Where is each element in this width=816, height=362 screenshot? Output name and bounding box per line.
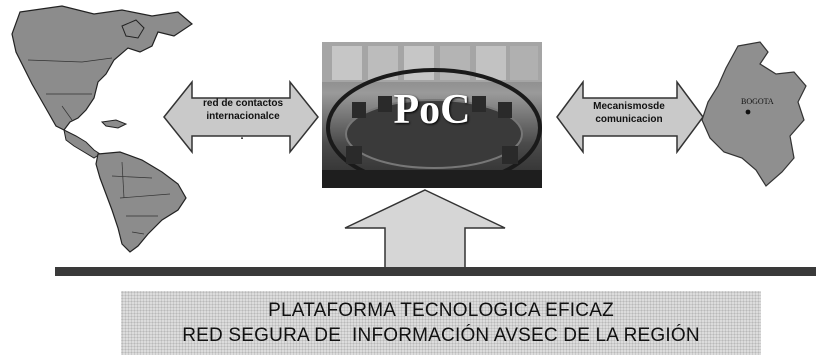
platform-line-2: RED SEGURA DE INFORMACIÓN AVSEC DE LA RE… xyxy=(182,325,700,346)
left-arrow-label: red de contactos internacionalce xyxy=(202,98,284,122)
colombia-map xyxy=(701,41,807,187)
bogota-label: BOGOTA xyxy=(741,97,774,106)
poc-meeting-room-image: PoC xyxy=(322,42,542,188)
platform-box: PLATAFORMA TECNOLOGICA EFICAZ RED SEGURA… xyxy=(121,291,761,355)
americas-map xyxy=(11,5,193,253)
poc-title: PoC xyxy=(393,87,471,133)
left-double-arrow xyxy=(163,80,319,154)
right-arrow-label: Mecanismosde comunicacion xyxy=(593,101,665,125)
platform-line-1: PLATAFORMA TECNOLOGICA EFICAZ xyxy=(268,300,614,321)
left-arrow-dot: . xyxy=(240,130,244,142)
divider-bar xyxy=(55,267,816,276)
up-arrow xyxy=(344,189,506,269)
